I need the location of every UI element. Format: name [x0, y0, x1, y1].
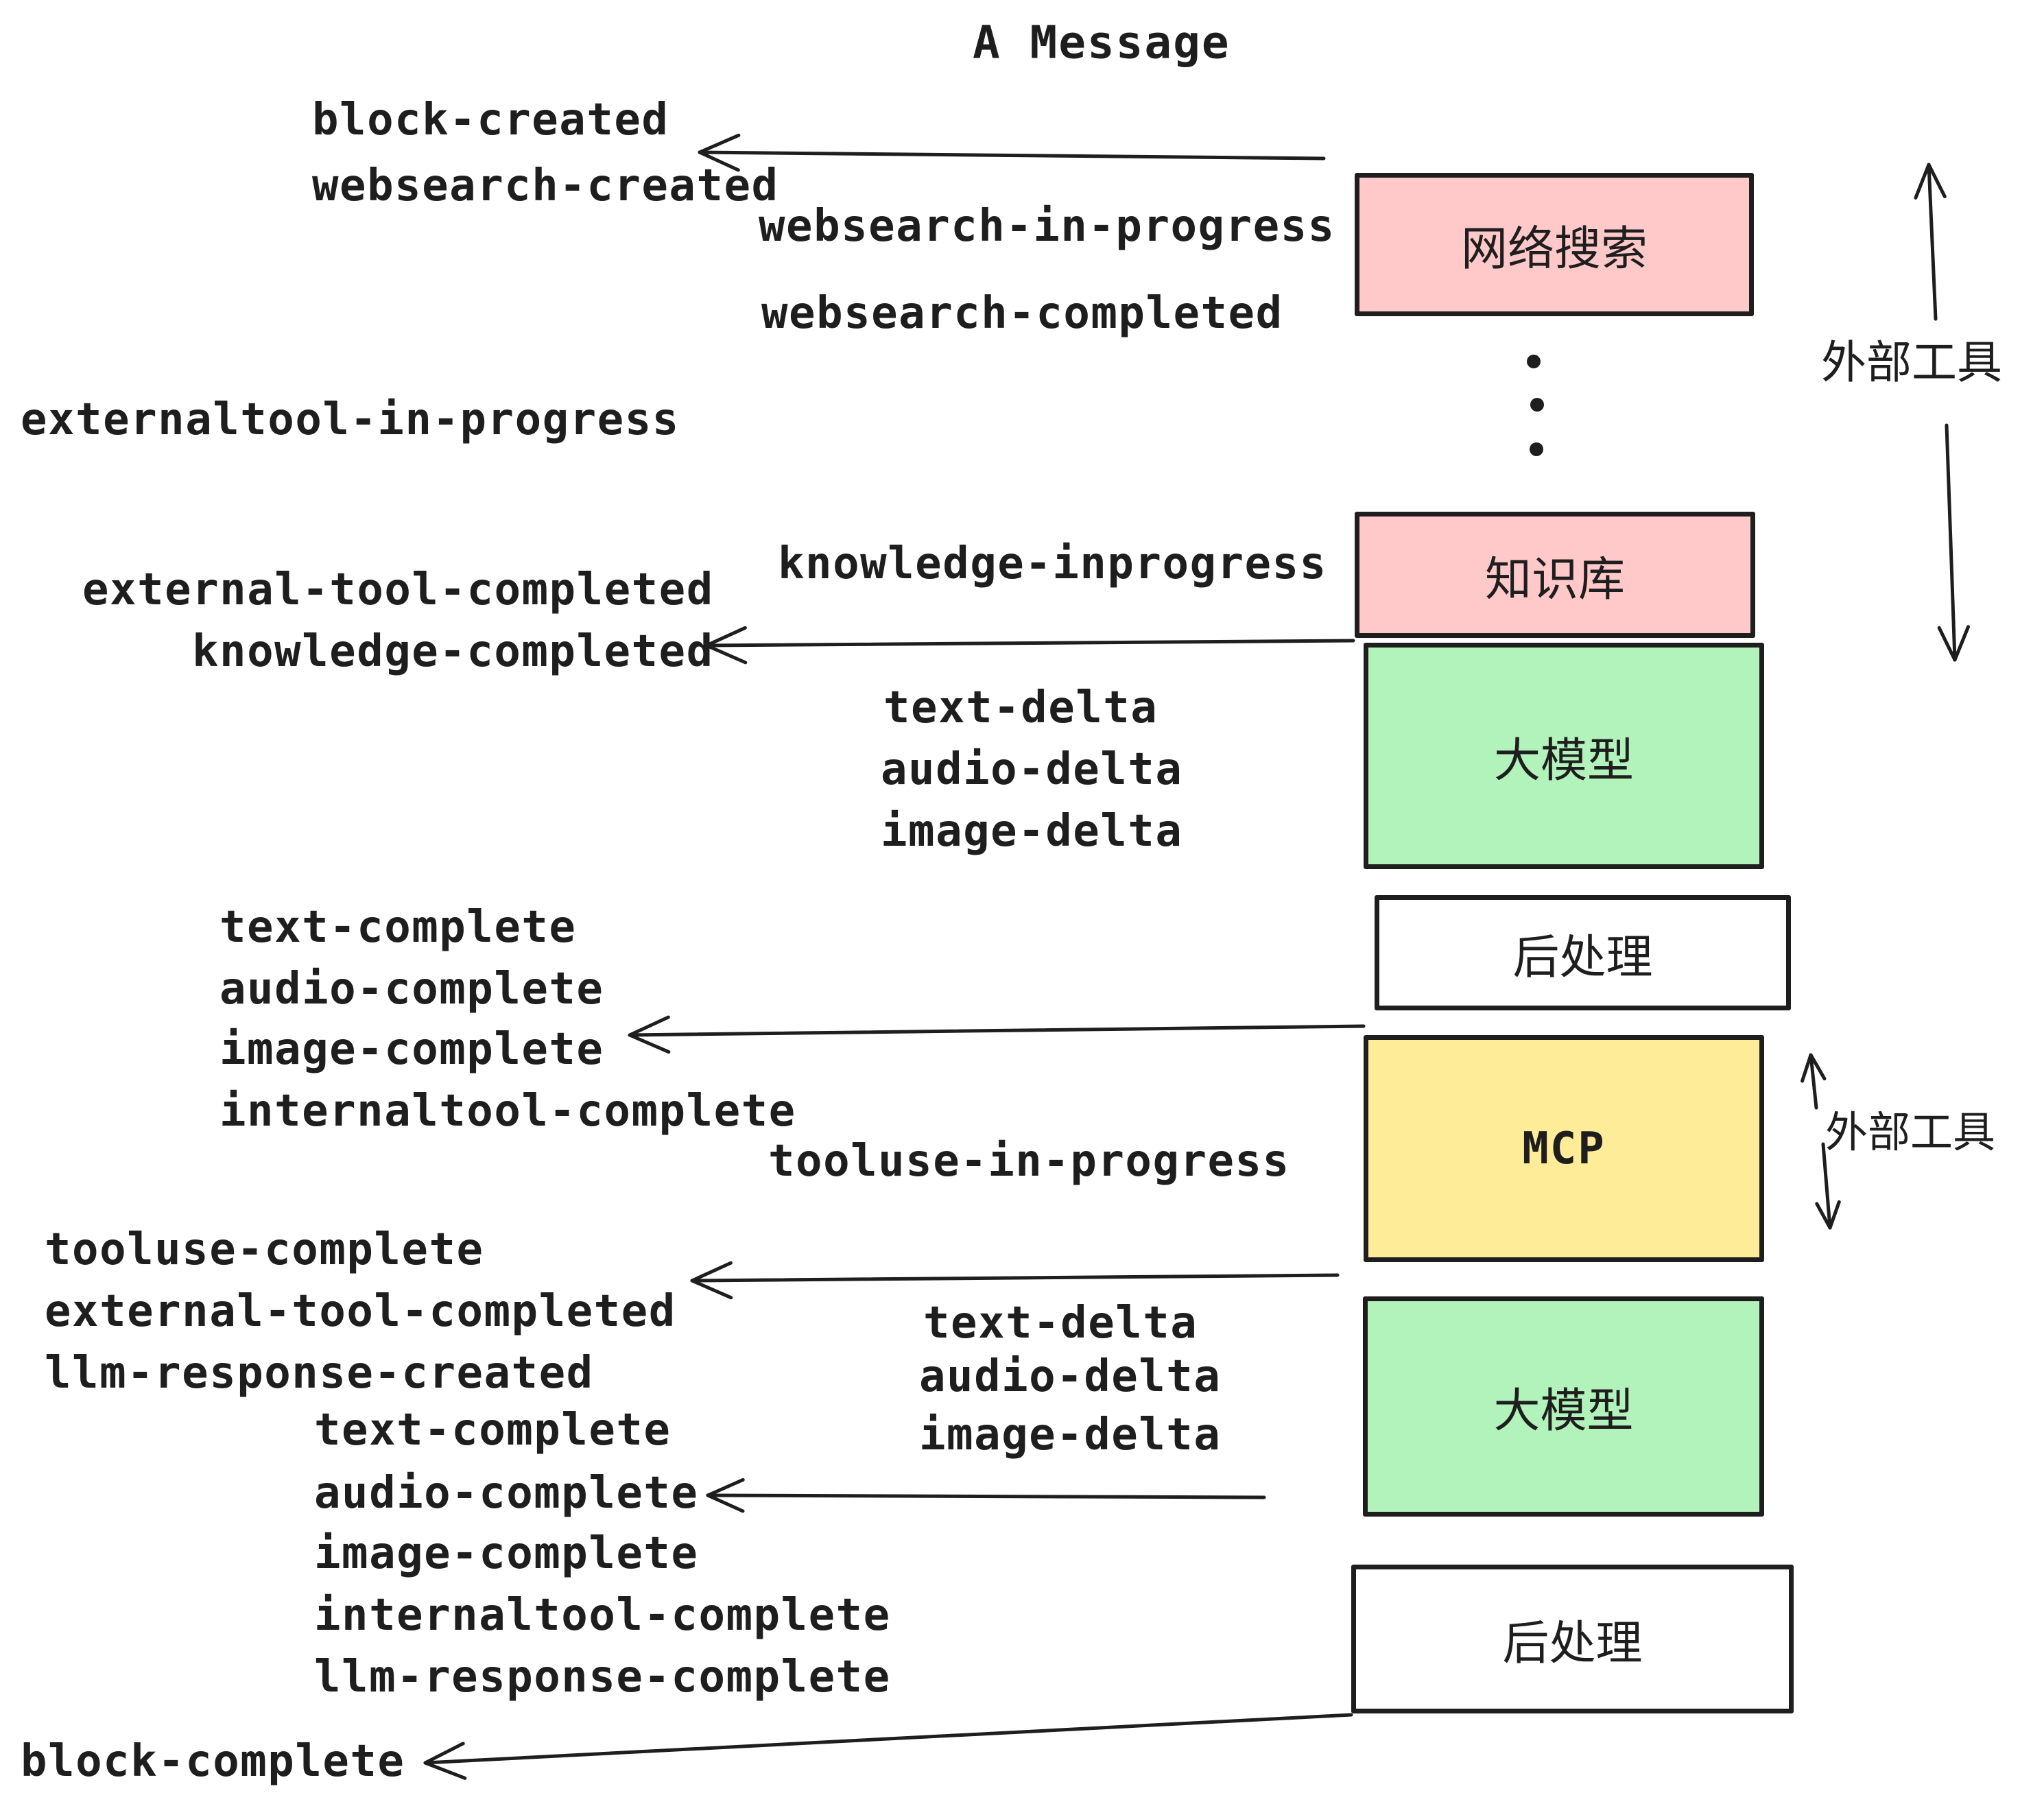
- websearch-box: 网络搜索: [1355, 173, 1754, 316]
- websearch-box-label: 网络搜索: [1460, 223, 1648, 275]
- event-label-audio-complete: audio-complete: [219, 964, 604, 1014]
- mcp-box-label: MCP: [1522, 1123, 1606, 1174]
- diagram-title: A Message: [973, 16, 1231, 69]
- llm-box-2: 大模型: [1363, 1296, 1764, 1517]
- ellipsis-dot: [1527, 355, 1541, 368]
- postprocess-box-1-label: 后处理: [1512, 931, 1653, 984]
- arrow-to-knowledge-completed: [704, 626, 1355, 665]
- llm-box-1: 大模型: [1364, 643, 1764, 869]
- postprocess-box-1: 后处理: [1375, 895, 1791, 1010]
- event-label-image-delta: image-delta: [881, 806, 1183, 857]
- event-label-external-tool-completed: external-tool-completed: [82, 565, 714, 615]
- event-label-image-complete: image-complete: [314, 1528, 699, 1579]
- mcp-box: MCP: [1364, 1035, 1764, 1262]
- arrow-to-block-created: [698, 133, 1326, 172]
- arrow-to-audio-complete: [706, 1477, 1266, 1513]
- event-label-audio-complete: audio-complete: [314, 1468, 699, 1519]
- event-label-knowledge-completed: knowledge-completed: [192, 626, 714, 677]
- event-label-audio-delta: audio-delta: [919, 1351, 1222, 1402]
- llm-box-1-label: 大模型: [1493, 734, 1634, 787]
- event-label-block-created: block-created: [312, 95, 669, 145]
- event-label-internaltool-complete: internaltool-complete: [314, 1590, 891, 1641]
- event-label-image-complete: image-complete: [219, 1024, 604, 1075]
- ellipsis-dot: [1530, 442, 1543, 456]
- event-label-text-complete: text-complete: [314, 1405, 672, 1456]
- event-label-text-complete: text-complete: [219, 902, 577, 953]
- event-label-external-tool-completed: external-tool-completed: [45, 1286, 676, 1337]
- event-label-audio-delta: audio-delta: [881, 744, 1183, 795]
- event-label-text-delta: text-delta: [883, 683, 1158, 733]
- arrow-to-image-complete: [628, 1015, 1366, 1054]
- event-label-llm-response-created: llm-response-created: [45, 1348, 594, 1399]
- external-tools-label-2: 外部工具: [1825, 1109, 1996, 1156]
- event-label-image-delta: image-delta: [919, 1410, 1222, 1460]
- event-label-knowledge-inprogress: knowledge-inprogress: [778, 538, 1327, 589]
- llm-box-2-label: 大模型: [1493, 1385, 1634, 1437]
- postprocess-box-2: 后处理: [1351, 1565, 1794, 1713]
- ellipsis-dot: [1530, 398, 1544, 412]
- external-tools-label-1: 外部工具: [1821, 337, 2002, 388]
- external-tools-arrow-up-1: [1914, 163, 1947, 321]
- external-tools-arrow-down-1: [1937, 423, 1971, 662]
- postprocess-box-2-label: 后处理: [1502, 1617, 1643, 1670]
- event-label-websearch-in-progress: websearch-in-progress: [759, 201, 1335, 252]
- arrow-to-block-complete: [423, 1713, 1353, 1780]
- event-label-block-complete: block-complete: [21, 1736, 405, 1787]
- external-tools-arrow-up-2: [1801, 1053, 1827, 1110]
- event-label-websearch-created: websearch-created: [312, 161, 779, 211]
- event-label-text-delta: text-delta: [923, 1298, 1198, 1349]
- knowledge-box-label: 知识库: [1484, 553, 1625, 606]
- event-label-llm-response-complete: llm-response-complete: [314, 1652, 891, 1702]
- event-label-externaltool-in-progress: externaltool-in-progress: [21, 394, 680, 445]
- event-label-internaltool-complete: internaltool-complete: [219, 1086, 796, 1137]
- knowledge-box: 知识库: [1355, 512, 1755, 638]
- event-label-tooluse-in-progress: tooluse-in-progress: [768, 1136, 1290, 1187]
- event-label-websearch-completed: websearch-completed: [761, 288, 1283, 339]
- external-tools-arrow-down-2: [1815, 1142, 1841, 1230]
- arrow-to-tooluse-complete: [690, 1261, 1340, 1300]
- event-label-tooluse-complete: tooluse-complete: [45, 1224, 484, 1275]
